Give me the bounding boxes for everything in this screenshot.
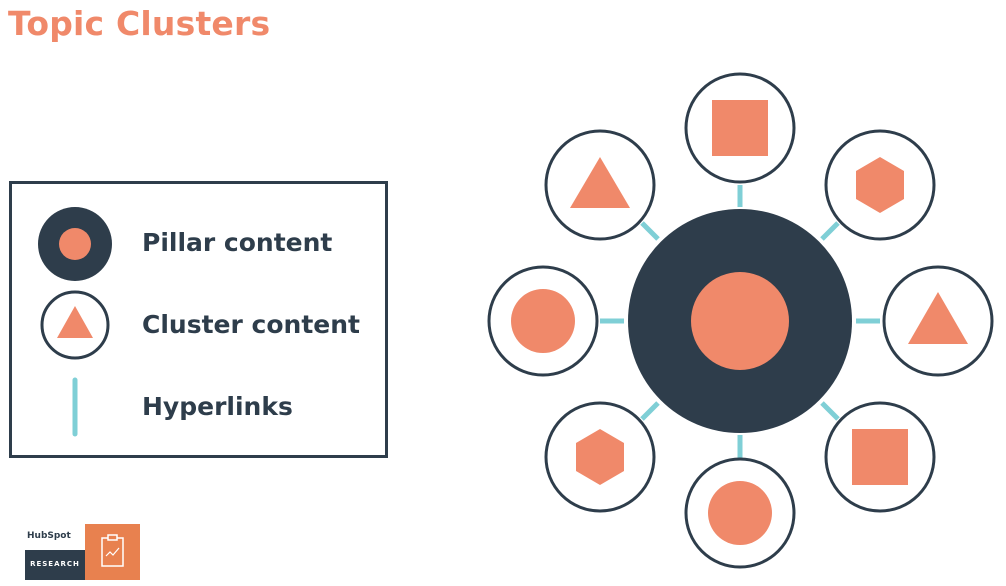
pillar-inner-dot-icon bbox=[59, 228, 91, 260]
hubspot-research-logo: HubSpot RESEARCH bbox=[25, 524, 140, 580]
circle-icon bbox=[708, 481, 772, 545]
hyperlink-top-right bbox=[820, 221, 840, 241]
document-icon bbox=[101, 534, 124, 567]
report-icon bbox=[85, 524, 140, 580]
legend-box: Pillar content Cluster content Hyperlink… bbox=[9, 181, 388, 458]
legend-label-cluster: Cluster content bbox=[142, 310, 360, 339]
hyperlink-bottom-right bbox=[820, 401, 840, 421]
legend-label-pillar: Pillar content bbox=[142, 228, 333, 257]
legend-label-hyperlinks: Hyperlinks bbox=[142, 392, 293, 421]
legend-symbols bbox=[38, 207, 112, 437]
triangle-icon bbox=[908, 292, 968, 344]
logo-sub-area: RESEARCH bbox=[25, 550, 85, 580]
pillar-inner-circle-icon bbox=[691, 272, 789, 370]
hyperlink-bottom-left bbox=[640, 401, 660, 421]
hexagon-icon bbox=[576, 429, 624, 485]
cluster-triangle-icon bbox=[57, 306, 93, 338]
logo-sub-text: RESEARCH bbox=[30, 560, 80, 568]
hexagon-icon bbox=[856, 157, 904, 213]
page-title: Topic Clusters bbox=[8, 4, 271, 43]
hyperlink-top-left bbox=[640, 221, 660, 241]
triangle-icon bbox=[570, 157, 630, 208]
logo-brand-text: HubSpot bbox=[27, 531, 71, 541]
circle-icon bbox=[511, 289, 575, 353]
square-icon bbox=[712, 100, 768, 156]
logo-brand-area: HubSpot bbox=[25, 524, 85, 550]
square-icon bbox=[852, 429, 908, 485]
